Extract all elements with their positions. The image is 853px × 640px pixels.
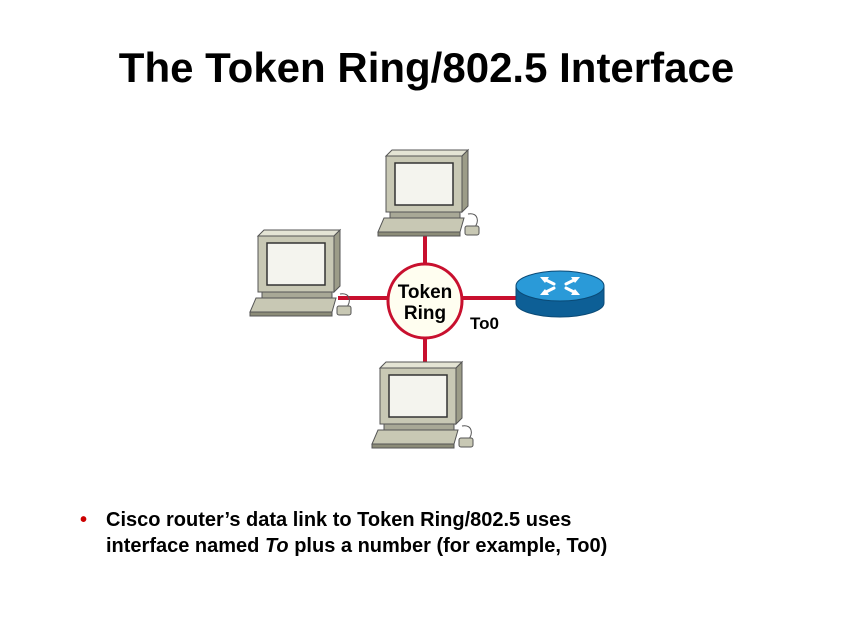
computer-top-icon [377, 148, 480, 237]
token-ring-hub: Token Ring [386, 262, 464, 340]
computer-bottom-icon [371, 360, 474, 449]
router-icon [515, 270, 605, 318]
bullet-line1: Cisco router’s data link to Token Ring/8… [106, 509, 572, 531]
ring-label-line1: Token [398, 282, 453, 303]
bullet-item: • Cisco router’s data link to Token Ring… [80, 507, 820, 559]
bullet-line2-post: plus a number (for example, To0) [288, 535, 608, 557]
token-ring-diagram: Token Ring [249, 148, 605, 449]
page-title: The Token Ring/802.5 Interface [118, 44, 735, 91]
computer-left-icon [249, 228, 352, 317]
bullet-line2-italic: To [264, 535, 289, 557]
router-port-label: To0 [470, 314, 499, 333]
bullet-dot: • [80, 509, 88, 531]
ring-label-line2: Ring [404, 303, 446, 324]
bullet-list: • Cisco router’s data link to Token Ring… [80, 507, 820, 559]
bullet-line2-pre: interface named [106, 535, 265, 557]
